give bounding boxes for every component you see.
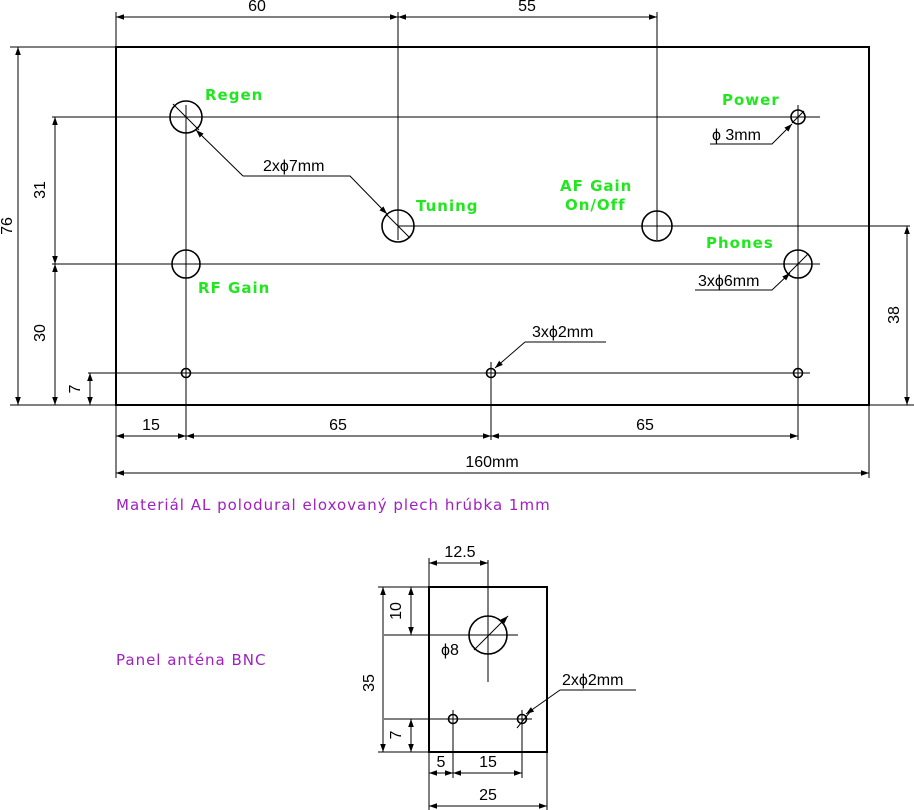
dim-bottom-65a: 65 xyxy=(329,417,347,434)
label-power: Power xyxy=(722,91,780,109)
material-note: Materiál AL polodural eloxovaný plech hr… xyxy=(116,496,551,514)
dim-left-7: 7 xyxy=(67,384,84,393)
dim-width-160: 160mm xyxy=(465,454,518,471)
rf-gain-hole xyxy=(171,249,201,279)
power-hole xyxy=(790,109,806,125)
label-phones: Phones xyxy=(706,234,774,252)
mount-hole-right xyxy=(792,367,804,379)
dim-top-60: 60 xyxy=(248,0,266,15)
bnc-panel-title: Panel anténa BNC xyxy=(116,651,267,669)
leader-lines xyxy=(172,103,809,369)
bnc-dim-12-5: 12.5 xyxy=(444,544,475,561)
label-af-gain: AF Gain xyxy=(560,177,632,195)
bnc-mount-hole-left xyxy=(447,713,459,725)
bnc-dim-7: 7 xyxy=(388,730,405,739)
bnc-dim-15: 15 xyxy=(479,754,497,771)
label-on-off: On/Off xyxy=(565,196,626,214)
dim-bottom-15: 15 xyxy=(142,417,160,434)
bnc-dim-5: 5 xyxy=(437,754,446,771)
af-gain-hole xyxy=(641,210,673,242)
callout-d3: ϕ 3mm xyxy=(712,127,761,144)
centerlines xyxy=(52,12,910,440)
dim-left-31: 31 xyxy=(32,181,49,199)
callout-d2: 3xϕ2mm xyxy=(532,324,593,341)
holes xyxy=(169,100,813,379)
label-tuning: Tuning xyxy=(416,197,479,215)
bnc-callout-d8: ϕ8 xyxy=(441,642,459,659)
dim-height-76: 76 xyxy=(0,217,16,235)
bnc-extension-lines xyxy=(378,558,548,810)
extension-lines xyxy=(10,12,914,478)
dim-bottom-65b: 65 xyxy=(636,417,654,434)
bnc-dim-10: 10 xyxy=(388,602,405,620)
dim-right-38: 38 xyxy=(886,306,903,324)
phones-hole xyxy=(783,249,813,279)
label-regen: Regen xyxy=(205,86,263,104)
mount-hole-center xyxy=(485,367,497,379)
bnc-leader-lines xyxy=(473,615,636,729)
label-rf-gain: RF Gain xyxy=(198,279,270,297)
callout-d6: 3xϕ6mm xyxy=(698,273,759,290)
bnc-mount-hole-right xyxy=(516,713,528,725)
mount-hole-left xyxy=(180,367,192,379)
bnc-holes xyxy=(447,615,528,725)
regen-hole xyxy=(169,100,203,134)
main-panel: 60 55 76 31 30 7 38 15 65 65 160mm ϕ 3mm… xyxy=(0,0,914,478)
callout-d7: 2xϕ7mm xyxy=(263,158,324,175)
dimension-lines xyxy=(15,14,910,476)
bnc-panel: Panel anténa BNC xyxy=(116,544,636,810)
dim-top-55: 55 xyxy=(518,0,536,15)
bnc-hole xyxy=(468,615,508,655)
tuning-hole xyxy=(381,209,415,243)
dim-left-30: 30 xyxy=(32,324,49,342)
bnc-dim-35: 35 xyxy=(361,674,378,692)
bnc-callout-d2: 2xϕ2mm xyxy=(562,672,623,689)
bnc-centerlines xyxy=(384,560,532,778)
bnc-dimension-lines xyxy=(380,560,547,809)
bnc-dim-25: 25 xyxy=(479,787,497,804)
